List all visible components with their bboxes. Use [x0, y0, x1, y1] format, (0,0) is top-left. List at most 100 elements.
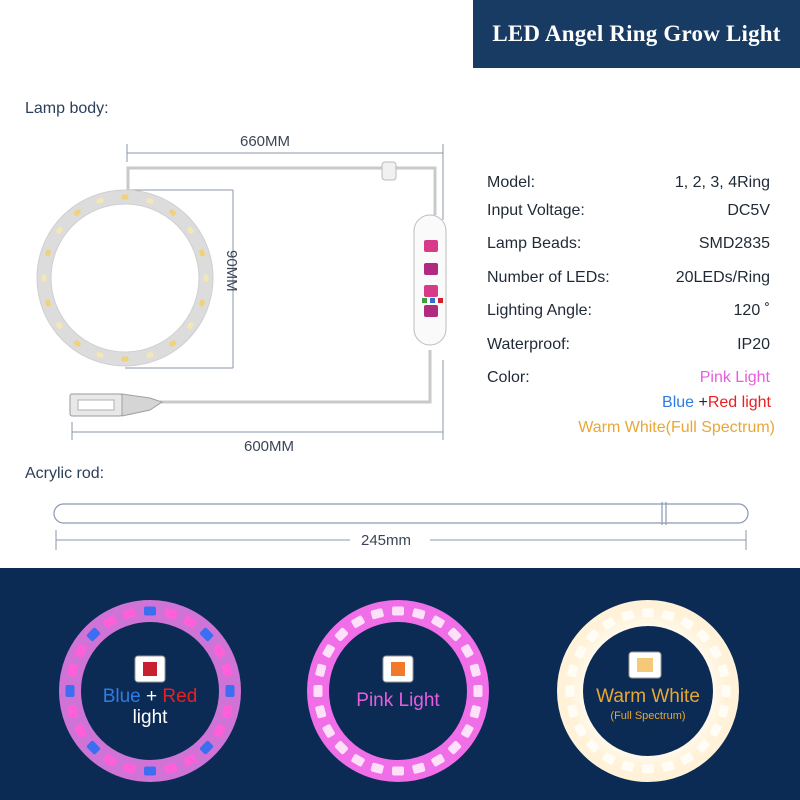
- spec-row: Waterproof:IP20: [487, 336, 770, 356]
- led-bead: [322, 644, 335, 658]
- led-bead: [412, 762, 426, 774]
- spec-value: DC5V: [727, 202, 770, 219]
- color-key: Color:: [487, 369, 530, 386]
- spec-row: Input Voltage:DC5V: [487, 202, 770, 222]
- led-bead: [183, 754, 197, 767]
- led-bead: [146, 352, 154, 358]
- page-title: LED Angel Ring Grow Light: [473, 0, 800, 68]
- ring-light-text: light: [132, 707, 168, 728]
- led-bead: [574, 645, 587, 659]
- led-bead: [313, 685, 323, 697]
- led-bead: [351, 615, 365, 628]
- led-bead: [717, 704, 729, 718]
- led-bead: [73, 340, 81, 347]
- ring-warm-label: Warm White: [596, 686, 700, 707]
- led-bead: [86, 740, 101, 755]
- spec-key: Lighting Angle:: [487, 302, 592, 319]
- rod-length-label: 245mm: [361, 532, 412, 549]
- led-bead: [334, 627, 349, 642]
- led-bead: [661, 760, 675, 772]
- cable: [126, 166, 437, 404]
- lamp-ring: [36, 189, 214, 367]
- led-bead: [203, 274, 209, 282]
- led-bead: [164, 608, 178, 620]
- led-bead: [567, 664, 579, 678]
- spec-key: Waterproof:: [487, 336, 570, 353]
- led-bead: [86, 627, 101, 642]
- ring-plus-text: +: [140, 686, 163, 707]
- spec-value: SMD2835: [698, 235, 770, 252]
- led-bead: [621, 760, 635, 772]
- led-bead: [187, 322, 194, 330]
- led-bead: [122, 762, 136, 774]
- diameter-dimension-line: [125, 189, 234, 369]
- led-bead: [122, 608, 136, 620]
- color-option-blue-red: Blue +Red light: [662, 394, 771, 412]
- led-bead: [225, 685, 235, 697]
- led-bead: [574, 723, 587, 737]
- bottom-dimension-line: [71, 360, 444, 440]
- usb-plug: [69, 393, 164, 417]
- led-bead: [586, 629, 600, 643]
- led-bead: [322, 724, 335, 738]
- led-bead: [221, 663, 233, 677]
- acrylic-rod-diagram: [53, 502, 749, 550]
- spec-row: Lighting Angle: 120 ˚: [487, 302, 770, 322]
- led-bead: [146, 198, 154, 204]
- led-bead: [96, 352, 104, 358]
- led-bead: [315, 705, 327, 719]
- spec-value: 1, 2, 3, 4Ring: [674, 174, 770, 191]
- color-red-text: Red light: [707, 394, 771, 411]
- led-bead: [621, 610, 635, 622]
- led-bead: [103, 615, 117, 628]
- ring-warm-sublabel: (Full Spectrum): [610, 710, 686, 722]
- led-bead: [709, 645, 722, 659]
- led-bead: [74, 724, 87, 738]
- led-bead: [221, 705, 233, 719]
- led-bead: [169, 209, 177, 216]
- led-bead: [334, 740, 349, 755]
- ring-blue-text: Blue: [102, 686, 141, 707]
- ring-warm-white: [557, 600, 739, 782]
- led-bead: [461, 724, 474, 738]
- led-bead: [680, 752, 694, 765]
- led-bead: [447, 627, 462, 642]
- controller-switch: [413, 214, 447, 346]
- led-bead: [199, 249, 205, 257]
- led-bead: [370, 762, 384, 774]
- ring-pink-label: Pink Light: [356, 690, 440, 711]
- led-bead: [164, 762, 178, 774]
- led-bead: [431, 615, 445, 628]
- led-bead: [412, 608, 426, 620]
- led-bead: [567, 704, 579, 718]
- led-bead: [187, 226, 194, 234]
- led-bead: [183, 615, 197, 628]
- led-chip-icons: [134, 651, 662, 683]
- led-bead: [447, 740, 462, 755]
- led-bead: [602, 617, 616, 630]
- led-bead: [121, 356, 129, 362]
- led-bead: [65, 685, 75, 697]
- led-bead: [41, 274, 47, 282]
- led-bead: [144, 766, 156, 776]
- led-bead: [586, 739, 600, 753]
- led-bead: [45, 299, 51, 307]
- led-bead: [96, 198, 104, 204]
- led-bead: [680, 617, 694, 630]
- spec-value: 120 ˚: [733, 302, 770, 319]
- spec-key: Number of LEDs:: [487, 269, 610, 286]
- led-bead: [473, 685, 483, 697]
- spec-value: 20LEDs/Ring: [675, 269, 770, 286]
- led-bead: [642, 764, 654, 774]
- led-bead: [469, 705, 481, 719]
- spec-row: Lamp Beads:SMD2835: [487, 235, 770, 255]
- top-length-label: 660MM: [240, 133, 291, 150]
- color-option-pink: Pink Light: [699, 369, 770, 386]
- ring-blue-red: [59, 600, 241, 782]
- lamp-body-label: Lamp body:: [25, 100, 109, 117]
- color-option-warm: Warm White(Full Spectrum): [578, 419, 775, 436]
- led-bead: [144, 606, 156, 616]
- led-bead: [199, 627, 214, 642]
- acrylic-rod-label: Acrylic rod:: [25, 465, 105, 482]
- led-bead: [721, 685, 731, 697]
